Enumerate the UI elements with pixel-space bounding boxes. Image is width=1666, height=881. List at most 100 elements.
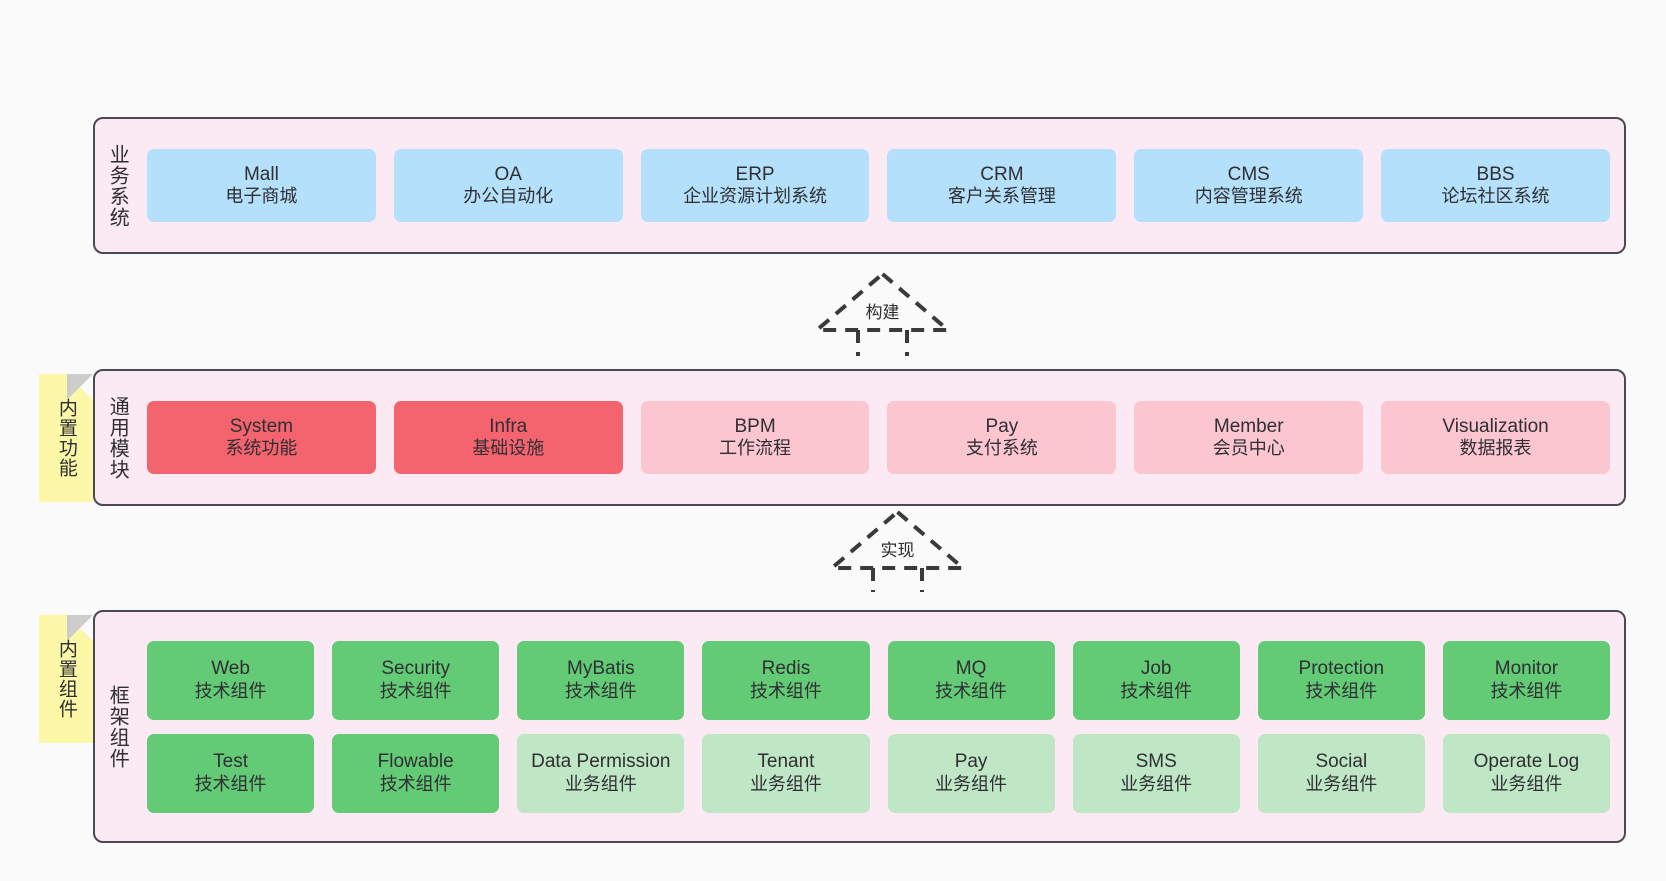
card-job[interactable]: Job 技术组件 — [1072, 640, 1240, 720]
card-social[interactable]: Social 业务组件 — [1257, 733, 1425, 813]
card-redis[interactable]: Redis 技术组件 — [702, 640, 870, 720]
card-subtitle: 技术组件 — [379, 773, 452, 794]
card-subtitle: 会员中心 — [1212, 438, 1285, 459]
card-subtitle: 系统功能 — [225, 438, 298, 459]
card-subtitle: 技术组件 — [935, 680, 1008, 701]
card-row: Web 技术组件 Security 技术组件 MyBatis 技术组件 Redi… — [147, 640, 1610, 720]
card-row: Mall 电子商城 OA 办公自动化 ERP 企业资源计划系统 CRM 客户关系… — [147, 149, 1610, 222]
card-title: MQ — [955, 658, 987, 680]
card-mq[interactable]: MQ 技术组件 — [887, 640, 1055, 720]
card-subtitle: 内容管理系统 — [1194, 186, 1303, 207]
card-visualization[interactable]: Visualization 数据报表 — [1381, 401, 1610, 474]
card-title: SMS — [1135, 751, 1177, 773]
card-subtitle: 技术组件 — [1305, 680, 1378, 701]
card-title: MyBatis — [567, 658, 635, 680]
sticky-note-builtin-features: 内置功能 — [39, 374, 93, 502]
card-subtitle: 技术组件 — [194, 773, 267, 794]
sticky-note-label: 内置组件 — [55, 639, 77, 719]
card-subtitle: 技术组件 — [194, 680, 267, 701]
card-system[interactable]: System 系统功能 — [147, 401, 376, 474]
card-subtitle: 支付系统 — [965, 438, 1038, 459]
card-subtitle: 业务组件 — [1305, 773, 1378, 794]
card-title: Mall — [243, 163, 279, 185]
sticky-note-builtin-components: 内置组件 — [39, 615, 93, 743]
card-subtitle: 办公自动化 — [463, 186, 554, 207]
card-title: ERP — [735, 163, 775, 185]
card-cms[interactable]: CMS 内容管理系统 — [1134, 149, 1364, 222]
card-oa[interactable]: OA 办公自动化 — [393, 149, 623, 222]
card-title: CMS — [1227, 163, 1270, 185]
layer-business-systems-body: Mall 电子商城 OA 办公自动化 ERP 企业资源计划系统 CRM 客户关系… — [139, 119, 1624, 252]
card-title: Operate Log — [1473, 751, 1580, 773]
card-flowable[interactable]: Flowable 技术组件 — [332, 733, 500, 813]
layer-common-modules: 通用模块 System 系统功能 Infra 基础设施 BPM 工作流程 Pay… — [93, 369, 1626, 506]
card-subtitle: 客户关系管理 — [947, 186, 1056, 207]
layer-business-systems: 业务系统 Mall 电子商城 OA 办公自动化 ERP 企业资源计划系统 CRM… — [93, 117, 1626, 254]
card-title: Flowable — [377, 751, 454, 773]
card-subtitle: 技术组件 — [564, 680, 637, 701]
card-title: System — [229, 415, 294, 437]
card-data-permission[interactable]: Data Permission 业务组件 — [517, 733, 685, 813]
layer-business-systems-title: 业务系统 — [106, 143, 129, 228]
card-title: Web — [211, 658, 250, 680]
card-test[interactable]: Test 技术组件 — [147, 733, 315, 813]
card-subtitle: 业务组件 — [749, 773, 822, 794]
connector-implement-label: 实现 — [878, 536, 917, 561]
card-member[interactable]: Member 会员中心 — [1134, 401, 1364, 474]
card-row: Test 技术组件 Flowable 技术组件 Data Permission … — [147, 733, 1610, 813]
card-title: Pay — [954, 751, 988, 773]
card-title: Social — [1315, 751, 1368, 773]
card-protection[interactable]: Protection 技术组件 — [1257, 640, 1425, 720]
card-title: Visualization — [1442, 415, 1549, 437]
layer-common-modules-body: System 系统功能 Infra 基础设施 BPM 工作流程 Pay 支付系统… — [139, 371, 1624, 504]
card-monitor[interactable]: Monitor 技术组件 — [1442, 640, 1610, 720]
card-sms[interactable]: SMS 业务组件 — [1072, 733, 1240, 813]
connector-implement: 实现 — [815, 506, 980, 592]
card-title: BPM — [734, 415, 776, 437]
card-subtitle: 业务组件 — [564, 773, 637, 794]
card-infra[interactable]: Infra 基础设施 — [393, 401, 623, 474]
card-title: Test — [213, 751, 248, 773]
card-subtitle: 论坛社区系统 — [1441, 186, 1550, 207]
connector-build-label: 构建 — [863, 298, 902, 323]
card-pay-business[interactable]: Pay 业务组件 — [887, 733, 1055, 813]
card-title: Tenant — [757, 751, 815, 773]
card-title: Pay — [985, 415, 1019, 437]
layer-common-modules-title: 通用模块 — [106, 395, 129, 480]
card-subtitle: 数据报表 — [1459, 438, 1532, 459]
card-bpm[interactable]: BPM 工作流程 — [640, 401, 870, 474]
card-pay[interactable]: Pay 支付系统 — [887, 401, 1117, 474]
card-subtitle: 工作流程 — [719, 438, 792, 459]
card-subtitle: 电子商城 — [225, 186, 298, 207]
card-title: Security — [381, 658, 450, 680]
card-subtitle: 技术组件 — [1120, 680, 1193, 701]
card-subtitle: 企业资源计划系统 — [683, 186, 828, 207]
card-row: System 系统功能 Infra 基础设施 BPM 工作流程 Pay 支付系统… — [147, 401, 1610, 474]
card-security[interactable]: Security 技术组件 — [332, 640, 500, 720]
card-mall[interactable]: Mall 电子商城 — [147, 149, 376, 222]
card-title: Redis — [761, 658, 811, 680]
card-tenant[interactable]: Tenant 业务组件 — [702, 733, 870, 813]
card-subtitle: 技术组件 — [1490, 680, 1563, 701]
card-title: BBS — [1476, 163, 1515, 185]
card-title: Job — [1140, 658, 1172, 680]
card-subtitle: 技术组件 — [379, 680, 452, 701]
card-bbs[interactable]: BBS 论坛社区系统 — [1381, 149, 1610, 222]
sticky-note-label: 内置功能 — [55, 398, 77, 478]
card-mybatis[interactable]: MyBatis 技术组件 — [517, 640, 685, 720]
card-subtitle: 业务组件 — [1490, 773, 1563, 794]
card-title: Monitor — [1494, 658, 1559, 680]
card-subtitle: 业务组件 — [1120, 773, 1193, 794]
card-title: CRM — [980, 163, 1024, 185]
card-subtitle: 基础设施 — [472, 438, 545, 459]
card-title: OA — [494, 163, 522, 185]
card-subtitle: 业务组件 — [935, 773, 1008, 794]
card-title: Data Permission — [531, 751, 671, 773]
card-erp[interactable]: ERP 企业资源计划系统 — [640, 149, 870, 222]
card-web[interactable]: Web 技术组件 — [147, 640, 315, 720]
card-operate-log[interactable]: Operate Log 业务组件 — [1442, 733, 1610, 813]
card-crm[interactable]: CRM 客户关系管理 — [887, 149, 1117, 222]
layer-framework-components-body: Web 技术组件 Security 技术组件 MyBatis 技术组件 Redi… — [139, 612, 1624, 841]
card-subtitle: 技术组件 — [749, 680, 822, 701]
